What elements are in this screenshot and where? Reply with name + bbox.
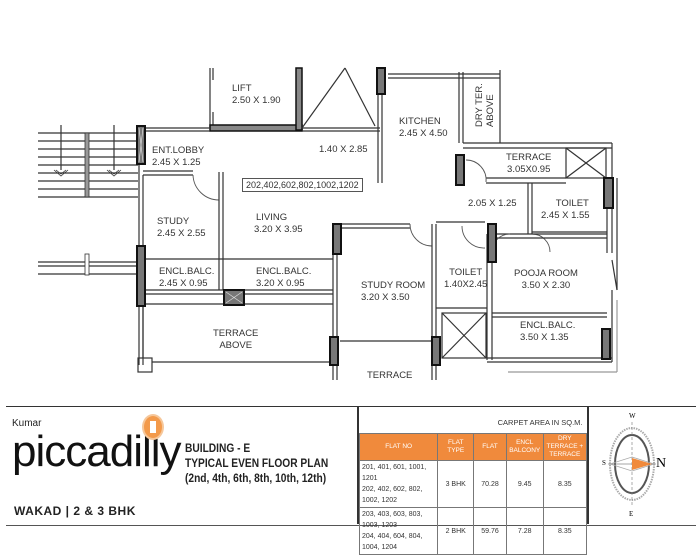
brand-developer: Kumar bbox=[12, 418, 42, 429]
room-size: 2.05 X 1.25 bbox=[468, 198, 517, 209]
header-flat: FLAT bbox=[473, 433, 507, 461]
flat-numbers: 203, 403, 603, 803, 1003, 1203 204, 404,… bbox=[358, 507, 439, 555]
table-row: 203, 403, 603, 803, 1003, 1203 204, 404,… bbox=[358, 507, 588, 555]
flat-numbers-tag: 202,402,602,802,1002,1202 bbox=[242, 178, 363, 192]
header-flat-type: FLAT TYPE bbox=[437, 433, 475, 461]
room-passage: 1.40 X 2.85 bbox=[319, 144, 368, 156]
room-entrance-lobby: ENT.LOBBY 2.45 X 1.25 bbox=[152, 145, 204, 169]
room-lift: LIFT 2.50 X 1.90 bbox=[232, 83, 281, 107]
room-dry-terrace: DRY TER. ABOVE bbox=[474, 83, 496, 127]
flat-type: 2 BHK bbox=[437, 507, 475, 555]
room-size: 2.50 X 1.90 bbox=[232, 95, 281, 106]
room-study-room: STUDY ROOM 3.20 X 3.50 bbox=[361, 280, 425, 304]
room-name: STUDY ROOM bbox=[361, 280, 426, 291]
room-size: 3.20 X 3.50 bbox=[361, 292, 410, 303]
room-size: 2.45 X 1.55 bbox=[541, 210, 590, 221]
room-name: TERRACE bbox=[506, 152, 552, 163]
room-terrace-top: TERRACE 3.05X0.95 bbox=[506, 152, 551, 176]
table-row: 201, 401, 601, 1001, 1201 202, 402, 602,… bbox=[358, 460, 588, 508]
room-terrace-above: TERRACE ABOVE bbox=[213, 328, 258, 352]
flat-numbers-line: 202, 402, 602, 802, 1002, 1202 bbox=[362, 486, 423, 504]
room-size: 2.45 X 0.95 bbox=[159, 278, 208, 289]
flat-numbers-line: 204, 404, 604, 804, 1004, 1204 bbox=[362, 533, 423, 551]
compass-w: W bbox=[629, 412, 636, 420]
room-name: TERRACE bbox=[213, 328, 259, 339]
room-toilet-1: TOILET 2.45 X 1.55 bbox=[541, 198, 590, 222]
balcony-area: 9.45 bbox=[505, 460, 544, 508]
brand-location: WAKAD | 2 & 3 BHK bbox=[14, 504, 136, 518]
floor-list: (2nd, 4th, 6th, 8th, 10th, 12th) bbox=[185, 471, 327, 485]
flat-numbers-line: 203, 403, 603, 803, 1003, 1203 bbox=[362, 511, 423, 529]
flat-numbers: 201, 401, 601, 1001, 1201 202, 402, 602,… bbox=[358, 460, 439, 508]
compass-icon: W N S E bbox=[602, 412, 684, 522]
room-encl-balcony-3: ENCL.BALC. 3.50 X 1.35 bbox=[520, 320, 575, 344]
room-name: TOILET bbox=[555, 198, 589, 209]
room-name: STUDY bbox=[157, 216, 190, 227]
plan-heading: BUILDING - E TYPICAL EVEN FLOOR PLAN (2n… bbox=[185, 441, 328, 486]
divider bbox=[357, 407, 359, 524]
plan-title: TYPICAL EVEN FLOOR PLAN bbox=[185, 456, 329, 470]
room-study: STUDY 2.45 X 2.55 bbox=[157, 216, 206, 240]
flat-area: 70.28 bbox=[473, 460, 507, 508]
room-passage-2: 2.05 X 1.25 bbox=[468, 198, 517, 210]
room-name: LIFT bbox=[232, 83, 252, 94]
room-name: POOJA ROOM bbox=[514, 268, 578, 279]
terrace-area: 8.35 bbox=[542, 507, 588, 555]
room-size: 3.50 X 2.30 bbox=[521, 280, 571, 291]
compass-n: N bbox=[656, 456, 667, 471]
floor-plan-drawing bbox=[38, 67, 618, 380]
compass-e: E bbox=[629, 510, 634, 518]
room-toilet-2: TOILET 1.40X2.45 bbox=[444, 267, 487, 291]
room-encl-balcony-2: ENCL.BALC. 3.20 X 0.95 bbox=[256, 266, 311, 290]
room-name: TOILET bbox=[449, 267, 483, 278]
kumar-logo-icon bbox=[142, 414, 164, 440]
flat-type: 3 BHK bbox=[437, 460, 475, 508]
room-name: DRY TER. bbox=[474, 83, 485, 127]
room-name: ENCL.BALC. bbox=[520, 320, 576, 331]
table-caption: CARPET AREA IN SQ.M. bbox=[497, 418, 583, 427]
room-encl-balcony-1: ENCL.BALC. 2.45 X 0.95 bbox=[159, 266, 214, 290]
room-size: 3.50 X 1.35 bbox=[520, 332, 569, 343]
room-living: LIVING 3.20 X 3.95 bbox=[254, 212, 303, 236]
room-size: ABOVE bbox=[219, 340, 253, 351]
flat-numbers-line: 201, 401, 601, 1001, 1201 bbox=[362, 464, 427, 482]
room-size: 3.20 X 3.95 bbox=[254, 224, 303, 235]
room-name: ENT.LOBBY bbox=[152, 145, 205, 156]
room-size: ABOVE bbox=[485, 94, 496, 127]
compass-s: S bbox=[602, 459, 606, 467]
room-name: ENCL.BALC. bbox=[256, 266, 312, 277]
room-size: 3.05X0.95 bbox=[507, 164, 551, 175]
room-size: 2.45 X 4.50 bbox=[399, 128, 448, 139]
room-pooja: POOJA ROOM 3.50 X 2.30 bbox=[514, 268, 578, 292]
room-size: 3.20 X 0.95 bbox=[256, 278, 305, 289]
header-encl-balcony: ENCL BALCONY bbox=[505, 433, 544, 461]
room-size: 2.45 X 2.55 bbox=[157, 228, 206, 239]
flat-area: 59.76 bbox=[473, 507, 507, 555]
divider bbox=[587, 407, 589, 524]
room-size: 1.40 X 2.85 bbox=[319, 144, 368, 155]
room-name: TERRACE bbox=[367, 370, 413, 381]
room-size: 2.45 X 1.25 bbox=[152, 157, 201, 168]
room-name: KITCHEN bbox=[399, 116, 441, 127]
room-name: LIVING bbox=[256, 212, 288, 223]
room-kitchen: KITCHEN 2.45 X 4.50 bbox=[399, 116, 448, 140]
room-size: 1.40X2.45 bbox=[444, 279, 488, 290]
terrace-area: 8.35 bbox=[542, 460, 588, 508]
balcony-area: 7.28 bbox=[505, 507, 544, 555]
room-terrace-bottom: TERRACE bbox=[367, 370, 412, 382]
header-terrace: DRY TERRACE + TERRACE bbox=[542, 433, 588, 461]
header-flat-no: FLAT NO bbox=[358, 433, 439, 461]
title-block bbox=[6, 406, 696, 526]
carpet-area-table: CARPET AREA IN SQ.M. FLAT NO FLAT TYPE F… bbox=[358, 410, 588, 555]
building-name: BUILDING - E bbox=[185, 441, 251, 455]
room-name: ENCL.BALC. bbox=[159, 266, 215, 277]
